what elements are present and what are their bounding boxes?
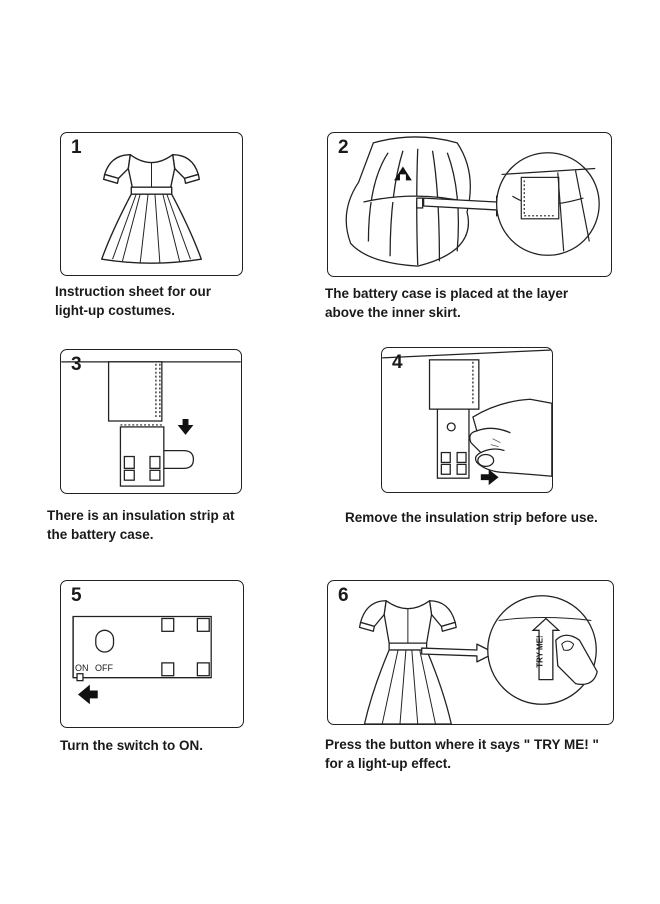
step-5-caption-line: Turn the switch to ON. <box>60 738 203 753</box>
try-me-label: TRY ME! <box>535 635 545 668</box>
step-3-caption-line: There is an insulation strip at <box>47 508 235 523</box>
step-2-caption-line: above the inner skirt. <box>325 305 461 320</box>
step-2-caption: The battery case is placed at the layer … <box>325 284 615 322</box>
step-4-panel: 4 <box>381 347 553 493</box>
step-5-number: 5 <box>71 585 82 606</box>
step-2-panel: 2 <box>327 132 612 277</box>
skirt-layer-illustration <box>345 136 600 267</box>
step-1-number: 1 <box>71 137 82 158</box>
step-1-caption-line: Instruction sheet for our <box>55 284 212 299</box>
step-3-caption: There is an insulation strip at the batt… <box>47 506 267 544</box>
step-6-caption-line: for a light-up effect. <box>325 756 451 771</box>
step-6-caption-line: Press the button where it says " TRY ME!… <box>325 737 599 752</box>
step-6-caption: Press the button where it says " TRY ME!… <box>325 735 625 773</box>
step-6-number: 6 <box>338 585 349 606</box>
step-4-caption-line: Remove the insulation strip before use. <box>345 510 598 525</box>
step-1-caption: Instruction sheet for our light-up costu… <box>55 282 245 320</box>
step-1-caption-line: light-up costumes. <box>55 303 176 318</box>
step-4-number: 4 <box>392 352 403 373</box>
step-2-number: 2 <box>338 137 349 158</box>
remove-strip-illustration <box>382 349 552 486</box>
step-3-number: 3 <box>71 354 82 375</box>
step-5-caption: Turn the switch to ON. <box>60 736 280 755</box>
try-me-illustration <box>358 595 598 724</box>
step-2-caption-line: The battery case is placed at the layer <box>325 286 569 301</box>
switch-illustration <box>72 615 212 705</box>
step-3-caption-line: the battery case. <box>47 527 154 542</box>
step-5-panel: 5 ON OFF <box>60 580 244 728</box>
insulation-strip-illustration <box>61 361 241 487</box>
step-4-caption: Remove the insulation strip before use. <box>345 508 635 527</box>
switch-on-label: ON <box>75 663 89 673</box>
step-3-panel: 3 <box>60 349 242 494</box>
switch-off-label: OFF <box>95 663 113 673</box>
dress-illustration <box>101 154 202 264</box>
step-1-panel: 1 <box>60 132 243 276</box>
step-6-panel: 6 TRY ME! <box>327 580 614 725</box>
